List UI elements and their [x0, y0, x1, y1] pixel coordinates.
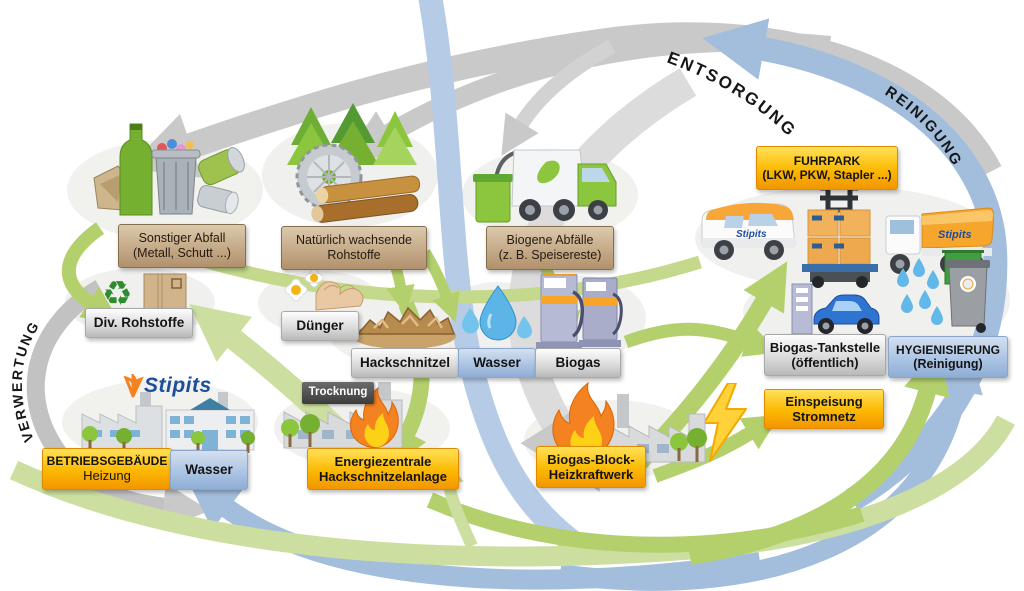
gas-pump-icon [536, 274, 585, 350]
daisy-icon [284, 268, 324, 302]
waste-bins-icon [942, 250, 990, 333]
wood-chips-icon [352, 306, 456, 349]
energiezentrale-factory-icon [281, 382, 403, 449]
logs-icon [311, 175, 421, 223]
node-div-rohstoffe: Div. Rohstoffe [85, 308, 193, 338]
svg-text:Stipits: Stipits [736, 229, 767, 240]
car-icon [813, 294, 880, 334]
node-einspeisung-stromnetz: Einspeisung Stromnetz [764, 389, 884, 429]
arrow-sonstiger-to-divrohstoffe [61, 222, 120, 322]
node-biogas-block-heizkraftwerk: Biogas-Block- Heizkraftwerk [536, 446, 646, 488]
node-natuerliche-rohstoffe: Natürlich wachsende Rohstoffe [281, 226, 427, 270]
garbage-truck-icon [473, 149, 617, 223]
stipits-logo-text: Stipits [144, 374, 212, 397]
node-biogene-abfaelle: Biogene Abfälle (z. B. Speisereste) [486, 226, 614, 270]
biogas-pumps-icon [536, 274, 623, 350]
node-biogas-tankstelle: Biogas-Tankstelle (öffentlich) [764, 334, 886, 376]
forklift-icon [802, 186, 878, 288]
arrow-gray-center-down [501, 39, 616, 156]
arrow-up-to-hygienisierung [688, 346, 950, 565]
node-fuhrpark: FUHRPARK (LKW, PKW, Stapler ...) [756, 146, 898, 190]
node-biogas: Biogas [535, 348, 621, 378]
div-rohstoffe-icon: ♻ [102, 273, 187, 312]
node-wasser-mitte: Wasser [458, 348, 536, 378]
water-drops-icon [462, 285, 532, 341]
recycle-icon: ♻ [102, 275, 132, 312]
node-hackschnitzel: Hackschnitzel [351, 348, 459, 378]
gas-pump-icon [579, 277, 623, 347]
node-trocknung: Trocknung [302, 382, 374, 404]
water-drops-icon [897, 258, 943, 325]
tree-icon [281, 414, 320, 447]
cardboard-box-icon [143, 273, 187, 311]
arrow-entsorgung-main [127, 22, 1002, 179]
node-energiezentrale: Energiezentrale Hackschnitzelanlage [307, 448, 459, 490]
node-wasser-links: Wasser [170, 450, 248, 490]
arrow-blue-to-hygienisierung [558, 339, 983, 591]
svg-text:Stipits: Stipits [938, 229, 972, 241]
node-sonstiger-abfall: Sonstiger Abfall (Metall, Schutt ...) [118, 224, 246, 268]
arrow-natuerlich-to-hackschnitzel [420, 249, 460, 323]
fertilizer-icon [284, 268, 364, 311]
arrow-green-top-band [198, 253, 702, 304]
fuel-station-column-icon [791, 283, 813, 335]
node-hygienisierung: HYGIENISIERUNG (Reinigung) [888, 336, 1008, 378]
stipits-leaf-icon [123, 374, 144, 398]
stipits-logo: Stipits [122, 374, 212, 398]
lightning-icon [703, 383, 747, 462]
arrow-green-bottom-swirl [9, 415, 1015, 567]
node-duenger: Dünger [281, 311, 359, 341]
tankstelle-icon [791, 283, 880, 335]
waste-pile-icon [93, 123, 245, 216]
wood-shavings-icon [315, 281, 364, 311]
hygienisierung-icon [897, 250, 990, 333]
node-betriebsgebaeude: BETRIEBSGEBÄUDE Heizung [42, 448, 172, 490]
betriebsgebaeude-icon [81, 392, 255, 453]
arrow-blue-center-band [418, 0, 586, 556]
van-icon: Stipits [701, 202, 796, 260]
wood-raw-material-icon [287, 103, 421, 223]
